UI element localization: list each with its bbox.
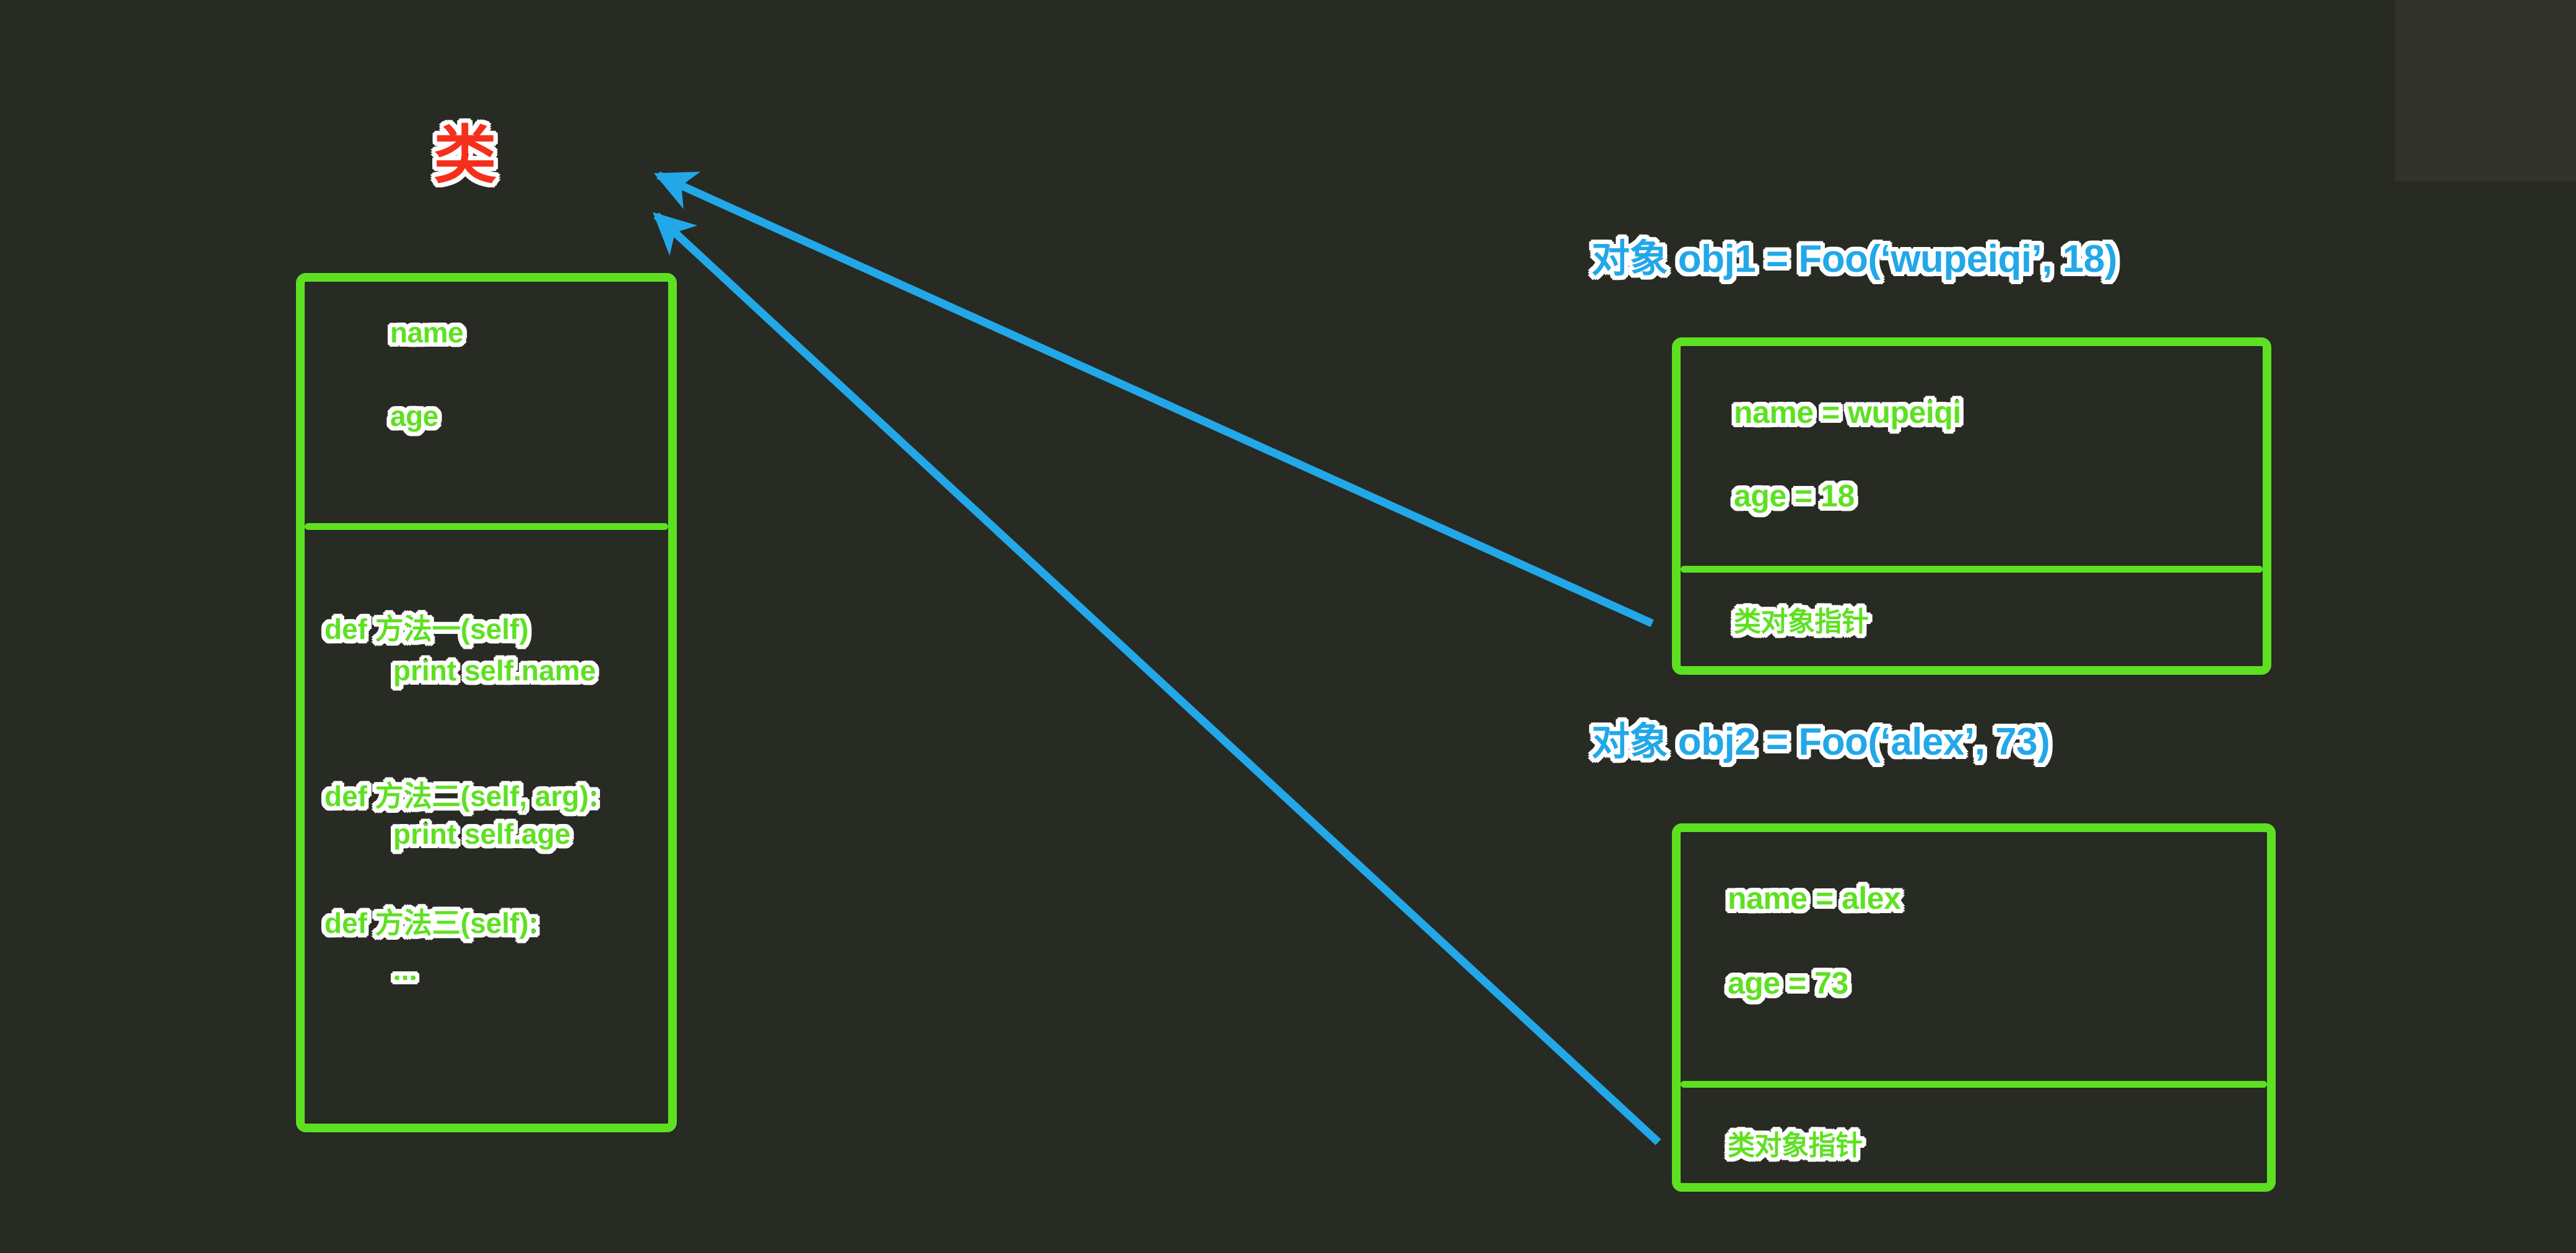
object-1-field-age: age = 18: [1734, 479, 1855, 513]
object-2-box: [1672, 823, 2276, 1192]
class-method-2-body: print self.age: [393, 818, 571, 850]
class-box: [296, 273, 677, 1132]
class-box-divider: [305, 523, 668, 530]
class-method-1-signature: def 方法一(self): [324, 613, 529, 645]
class-method-3-body: ...: [393, 954, 417, 986]
class-method-3-signature: def 方法三(self):: [324, 907, 538, 939]
object-2-class-pointer-label: 类对象指针: [1728, 1130, 1863, 1161]
class-method-1-body: print self.name: [393, 654, 596, 687]
class-method-2-signature: def 方法二(self, arg):: [324, 780, 599, 812]
object-1-box: [1672, 337, 2271, 675]
object-2-field-name: name = alex: [1728, 881, 1901, 916]
object-1-divider: [1681, 566, 2263, 573]
class-title: 类: [433, 120, 497, 191]
corner-panel: [2395, 0, 2576, 181]
obj1-to-class-arrow: [653, 171, 1654, 627]
class-attribute-name: name: [390, 316, 464, 349]
obj2-to-class-arrow: [653, 212, 1661, 1145]
object-2-field-age: age = 73: [1728, 966, 1848, 1000]
class-attribute-age: age: [390, 400, 438, 432]
object-2-title: 对象 obj2 = Foo(‘alex’, 73): [1591, 721, 2050, 763]
object-2-divider: [1681, 1081, 2267, 1088]
object-1-title: 对象 obj1 = Foo(‘wupeiqi’, 18): [1591, 238, 2117, 280]
object-1-class-pointer-label: 类对象指针: [1734, 607, 1869, 637]
object-1-field-name: name = wupeiqi: [1734, 395, 1961, 430]
